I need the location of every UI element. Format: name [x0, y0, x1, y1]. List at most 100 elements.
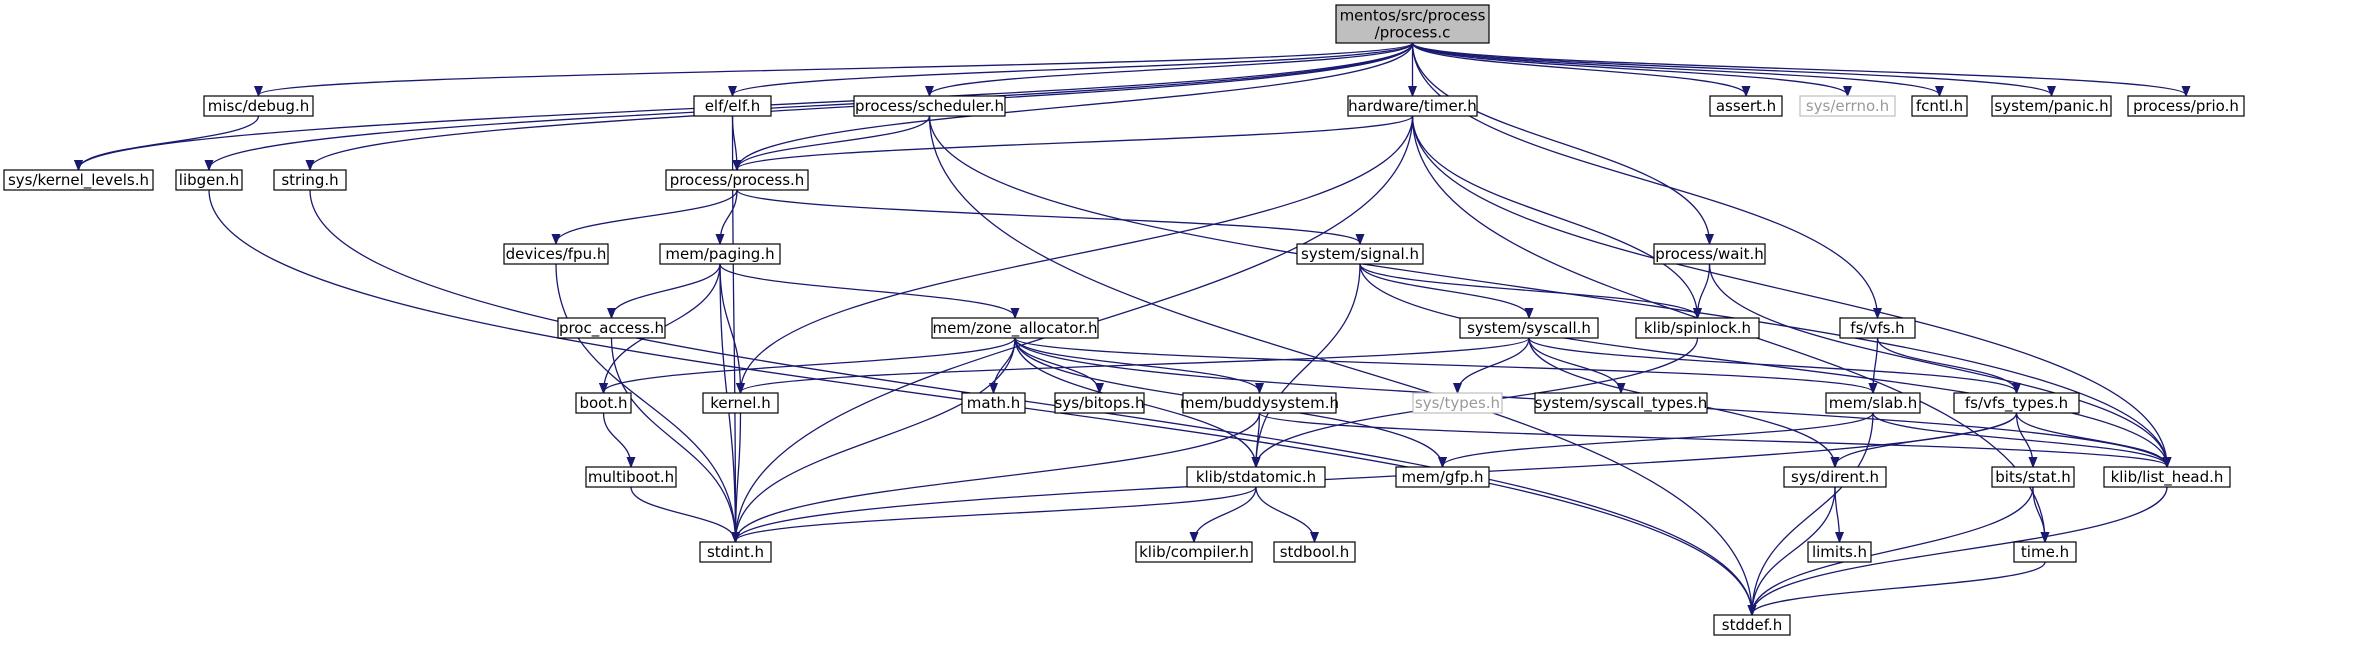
node-label: process/prio.h: [2133, 97, 2239, 115]
node-stdint[interactable]: stdint.h: [699, 541, 772, 563]
edge-system_syscall-to-kernel: [741, 337, 1530, 392]
node-system-panic[interactable]: system/panic.h: [1991, 95, 2112, 117]
node-elf-elf[interactable]: elf/elf.h: [693, 95, 772, 117]
edge-bits_stat-to-stddef: [1752, 486, 2034, 614]
node-label: fcntl.h: [1916, 97, 1963, 115]
edge-root-to-fs_vfs: [1411, 42, 1878, 317]
node-sys-errno[interactable]: sys/errno.h: [1799, 95, 1896, 117]
node-klib-list-head[interactable]: klib/list_head.h: [2103, 466, 2231, 488]
node-label: process/wait.h: [1655, 245, 1763, 263]
node-proc-access[interactable]: proc_access.h: [557, 317, 666, 339]
node-system-syscall[interactable]: system/syscall.h: [1459, 317, 1599, 339]
node-box: [1825, 392, 1921, 414]
node-system-signal[interactable]: system/signal.h: [1296, 243, 1424, 265]
node-mem-gfp[interactable]: mem/gfp.h: [1395, 466, 1490, 488]
node-boot[interactable]: boot.h: [575, 392, 632, 414]
node-sys-dirent[interactable]: sys/dirent.h: [1783, 466, 1887, 488]
node-libgen[interactable]: libgen.h: [175, 169, 243, 191]
edge-process_scheduler-to-klib_list_head: [928, 115, 2168, 466]
edge-process_wait-to-klib_spinlock: [1698, 263, 1711, 317]
node-sys-types[interactable]: sys/types.h: [1412, 392, 1503, 414]
node-time[interactable]: time.h: [2013, 541, 2077, 563]
node-mem-slab[interactable]: mem/slab.h: [1825, 392, 1921, 414]
node-system-syscall-types[interactable]: system/syscall_types.h: [1534, 392, 1708, 414]
node-box: [659, 243, 781, 265]
node-fs-vfs-types[interactable]: fs/vfs_types.h: [1953, 392, 2080, 414]
node-label: sys/bitops.h: [1055, 394, 1145, 412]
node-sys-kernel-levels[interactable]: sys/kernel_levels.h: [3, 169, 154, 191]
node-box: [699, 541, 772, 563]
edge-process_process-to-mem_paging: [720, 189, 738, 243]
edge-system_signal-to-system_syscall: [1359, 263, 1529, 317]
node-label: multiboot.h: [588, 468, 674, 486]
edge-mem_buddysystem-to-klib_list_head: [1258, 412, 2168, 466]
node-string[interactable]: string.h: [273, 169, 347, 191]
edge-root-to-process_scheduler: [930, 42, 1414, 95]
node-label: mem/slab.h: [1829, 394, 1917, 412]
edge-klib_list_head-to-stddef: [1752, 486, 2168, 614]
node-label: stddef.h: [1722, 616, 1782, 634]
node-process-scheduler[interactable]: process/scheduler.h: [853, 95, 1006, 117]
node-multiboot[interactable]: multiboot.h: [585, 466, 677, 488]
node-bits-stat[interactable]: bits/stat.h: [1991, 466, 2075, 488]
node-process-process[interactable]: process/process.h: [665, 169, 809, 191]
node-mem-zone-allocator[interactable]: mem/zone_allocator.h: [931, 317, 1099, 339]
edge-fs_vfs-to-mem_slab: [1873, 337, 1879, 392]
node-sys-bitops[interactable]: sys/bitops.h: [1054, 392, 1145, 414]
edge-klib_stdatomic-to-stdint: [736, 486, 1257, 541]
node-box: [1054, 392, 1145, 414]
node-mem-paging[interactable]: mem/paging.h: [659, 243, 781, 265]
node-label: fs/vfs_types.h: [1965, 394, 2068, 413]
node-stdbool[interactable]: stdbool.h: [1273, 541, 1356, 563]
node-devices-fpu[interactable]: devices/fpu.h: [503, 243, 609, 265]
node-box: [1412, 392, 1503, 414]
node-stddef[interactable]: stddef.h: [1713, 614, 1791, 636]
node-label: klib/spinlock.h: [1644, 319, 1751, 337]
edge-sys_dirent-to-limits: [1834, 486, 1840, 541]
node-fs-vfs[interactable]: fs/vfs.h: [1839, 317, 1916, 339]
edge-hardware_timer-to-kernel: [741, 115, 1414, 392]
nodes-layer: mentos/src/process/process.cmisc/debug.h…: [3, 4, 2245, 636]
node-label: klib/compiler.h: [1139, 543, 1249, 561]
edge-system_syscall-to-sys_types: [1458, 337, 1530, 392]
node-label: math.h: [967, 394, 1020, 412]
node-label: kernel.h: [710, 394, 770, 412]
node-assert[interactable]: assert.h: [1709, 95, 1783, 117]
node-box: [665, 169, 809, 191]
node-klib-stdatomic[interactable]: klib/stdatomic.h: [1186, 466, 1326, 488]
node-box: [1953, 392, 2080, 414]
node-limits[interactable]: limits.h: [1807, 541, 1872, 563]
node-label: mem/zone_allocator.h: [932, 319, 1097, 338]
edge-root-to-fcntl: [1411, 42, 1940, 95]
node-kernel[interactable]: kernel.h: [702, 392, 779, 414]
node-label: assert.h: [1716, 97, 1776, 115]
edge-mem_slab-to-stddef: [1752, 412, 1874, 614]
edge-mem_zone_allocator-to-mem_slab: [1014, 337, 1873, 392]
edge-fs_vfs-to-fs_vfs_types: [1876, 337, 2017, 392]
node-hardware-timer[interactable]: hardware/timer.h: [1347, 95, 1478, 117]
edge-klib_stdatomic-to-klib_compiler: [1194, 486, 1257, 541]
edge-fs_vfs_types-to-klib_list_head: [2015, 412, 2168, 466]
edge-mem_zone_allocator-to-math: [994, 337, 1016, 392]
edge-devices_fpu-to-stdint: [555, 263, 736, 541]
node-process-wait[interactable]: process/wait.h: [1653, 243, 1766, 265]
node-label: mem/paging.h: [665, 245, 774, 263]
node-box: [931, 317, 1099, 339]
node-label: sys/dirent.h: [1791, 468, 1879, 486]
node-label: sys/kernel_levels.h: [8, 171, 149, 190]
node-label: hardware/timer.h: [1348, 97, 1477, 115]
node-math[interactable]: math.h: [961, 392, 1026, 414]
node-label: system/signal.h: [1301, 245, 1419, 263]
edge-proc_access-to-stdint: [610, 337, 736, 541]
node-box: [2103, 466, 2231, 488]
edge-root-to-elf_elf: [733, 42, 1414, 95]
node-mem-buddysystem[interactable]: mem/buddysystem.h: [1180, 392, 1339, 414]
node-klib-compiler[interactable]: klib/compiler.h: [1135, 541, 1253, 563]
edge-root-to-assert: [1411, 42, 1747, 95]
node-klib-spinlock[interactable]: klib/spinlock.h: [1635, 317, 1760, 339]
node-process-prio[interactable]: process/prio.h: [2127, 95, 2245, 117]
node-fcntl[interactable]: fcntl.h: [1911, 95, 1968, 117]
edge-root-to-process_wait: [1411, 42, 1710, 243]
node-misc-debug[interactable]: misc/debug.h: [203, 95, 314, 117]
edge-root-to-sys_errno: [1411, 42, 1848, 95]
